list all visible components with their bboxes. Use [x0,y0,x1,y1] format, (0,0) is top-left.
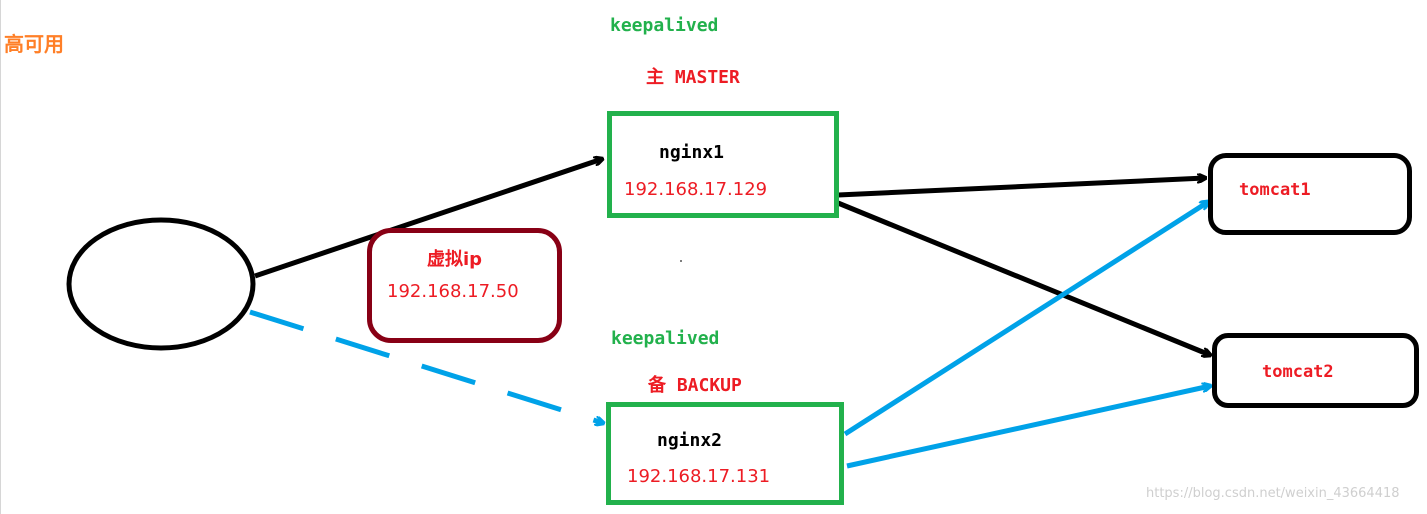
master-keepalived-label: keepalived [610,15,719,36]
nginx1-node: nginx1 192.168.17.129 [607,111,839,218]
nginx2-node: nginx2 192.168.17.131 [606,402,844,505]
master-to-tomcat2-link [837,200,1210,355]
page-title: 高可用 [4,32,64,56]
virtual-ip-node: 虚拟ip 192.168.17.50 [367,228,562,343]
virtual-ip-address: 192.168.17.50 [387,281,519,302]
watermark-text: https://blog.csdn.net/weixin_43664418 [1146,486,1400,501]
nginx2-ip: 192.168.17.131 [627,466,771,487]
nginx1-ip: 192.168.17.129 [624,179,768,200]
stray-dot [680,260,682,262]
backup-role-label: 备 BACKUP [648,375,742,396]
master-role-label: 主 MASTER [646,67,740,88]
tomcat2-label: tomcat2 [1262,362,1334,382]
nginx1-name: nginx1 [659,142,725,163]
nginx2-name: nginx2 [657,430,723,451]
backup-to-tomcat1-link [843,202,1208,437]
client-to-backup-link [249,309,603,423]
master-to-tomcat1-link [837,178,1205,198]
left-edge-divider [0,0,1,514]
tomcat1-node: tomcat1 [1208,153,1412,235]
tomcat1-label: tomcat1 [1239,180,1311,200]
tomcat2-node: tomcat2 [1212,333,1419,408]
backup-to-tomcat2-link [846,386,1210,469]
client-to-master-link [254,159,602,279]
virtual-ip-title: 虚拟ip [427,249,483,270]
backup-keepalived-label: keepalived [611,328,720,349]
client-node [66,217,256,351]
